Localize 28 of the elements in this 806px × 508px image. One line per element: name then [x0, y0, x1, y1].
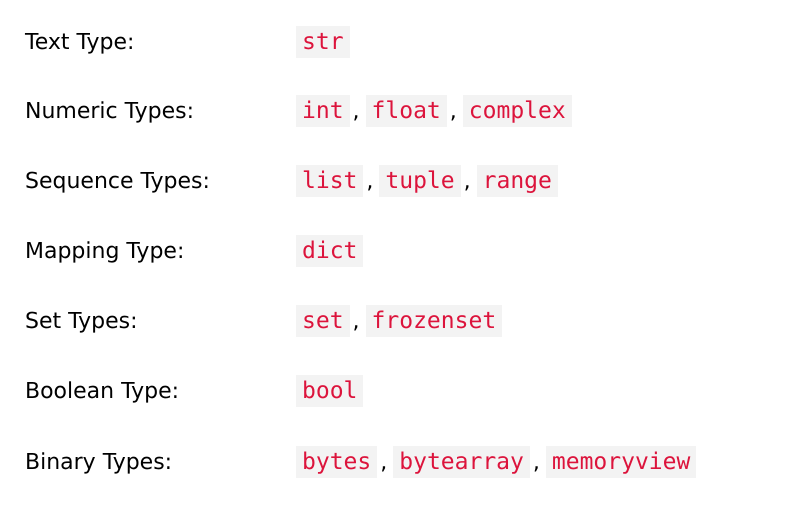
- type-category-label: Numeric Types:: [25, 98, 196, 124]
- separator-comma: ,: [450, 98, 457, 124]
- type-category-label: Binary Types:: [25, 450, 174, 474]
- code-keyword: frozenset: [366, 305, 502, 337]
- separator-comma: ,: [352, 308, 360, 334]
- code-keyword: float: [366, 95, 447, 127]
- type-category-label: Sequence Types:: [25, 168, 211, 194]
- type-category-label: Boolean Type:: [25, 378, 180, 404]
- code-keyword: tuple: [379, 165, 461, 197]
- code-keyword: bytearray: [393, 446, 530, 478]
- code-keyword: str: [296, 26, 350, 58]
- separator-comma: ,: [380, 450, 388, 474]
- type-category-label: Text Type:: [25, 30, 136, 54]
- separator-comma: ,: [366, 168, 374, 194]
- code-keyword: range: [476, 165, 558, 197]
- type-category-label: Set Types:: [25, 308, 139, 334]
- code-keyword: bytes: [296, 446, 378, 478]
- code-keyword: complex: [462, 95, 572, 127]
- code-keyword: bool: [296, 375, 364, 407]
- separator-comma: ,: [464, 168, 471, 194]
- separator-comma: ,: [532, 450, 540, 474]
- type-category-label: Mapping Type:: [25, 238, 186, 264]
- code-keyword: dict: [296, 235, 364, 267]
- separator-comma: ,: [352, 98, 360, 124]
- code-keyword: set: [296, 305, 350, 337]
- code-keyword: list: [296, 165, 364, 197]
- code-keyword: int: [296, 95, 350, 127]
- code-keyword: memoryview: [546, 446, 696, 478]
